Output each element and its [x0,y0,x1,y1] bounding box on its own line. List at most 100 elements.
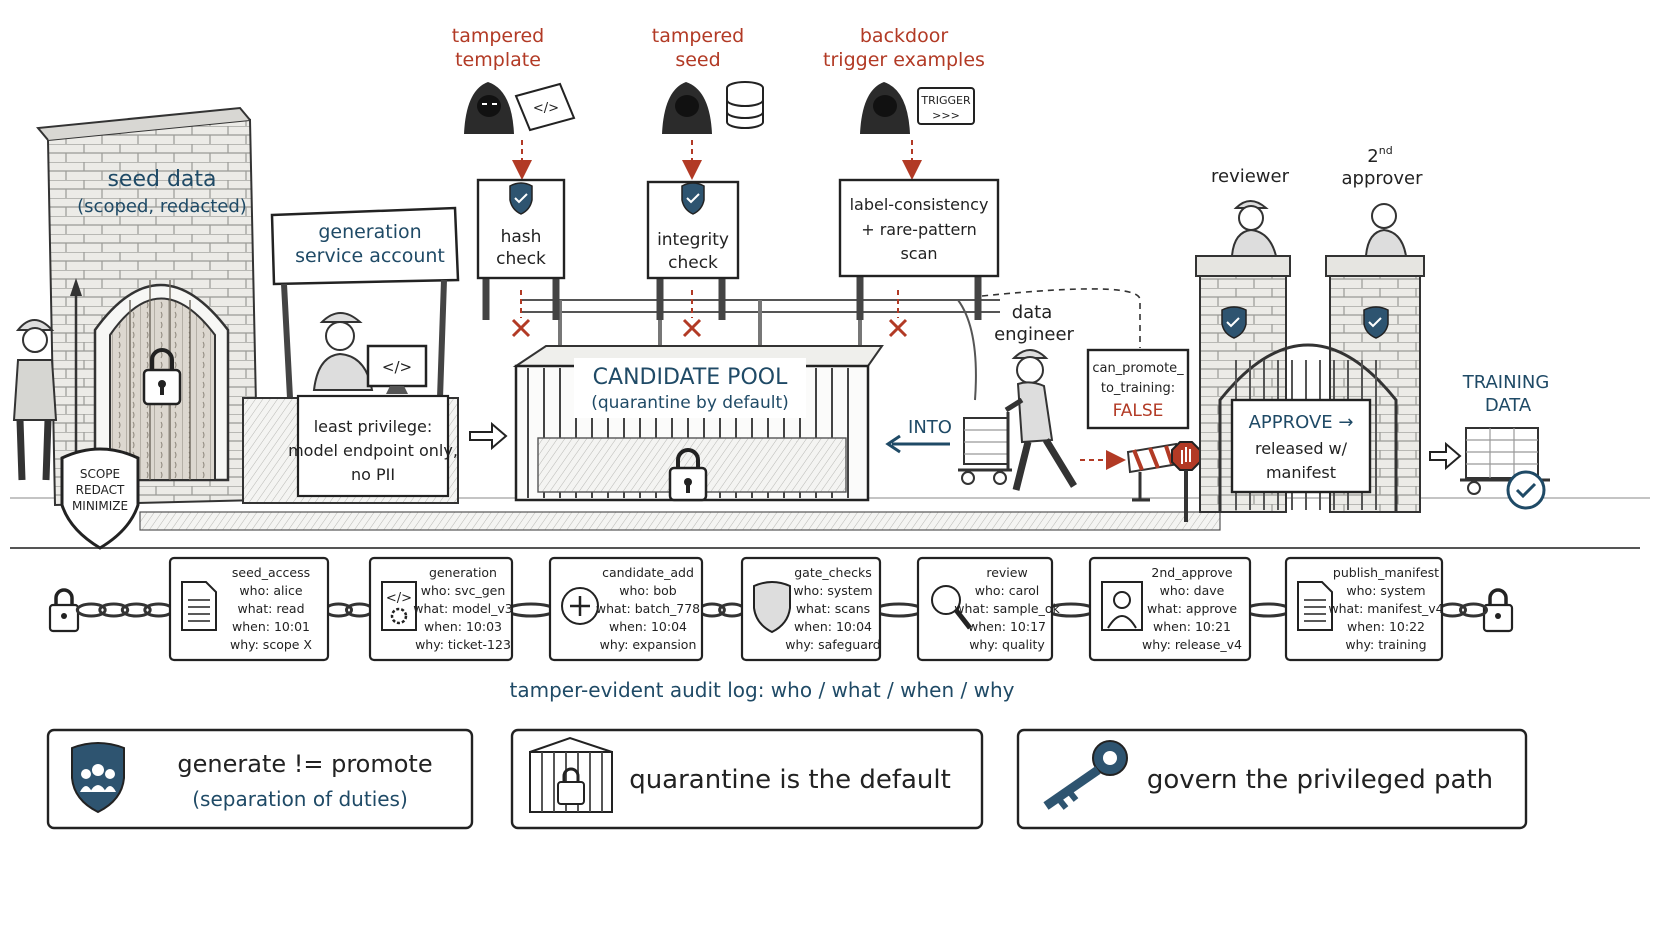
pool-padlock-icon [668,448,708,502]
arrow-to-pool [469,421,508,451]
audit-when: when: 10:03 [424,619,502,634]
trigger-badge-sub: >>> [932,109,960,122]
generation-note-3: no PII [351,465,395,484]
audit-who: who: carol [975,583,1040,598]
pool-title: CANDIDATE POOL [593,365,788,390]
hooded-attacker-icon [464,82,514,134]
generation-subtitle: service account [295,245,445,267]
audit-why: why: expansion [600,637,697,652]
audit-event: gate_checks [794,565,872,580]
approve-sub-1: released w/ [1255,439,1348,458]
into-label: INTO [908,417,952,438]
chain-end-padlock-icon [1482,588,1514,633]
flag-leader [981,288,1141,348]
audit-when: when: 10:01 [232,619,310,634]
into-arrow: INTO [885,417,952,454]
audit-why: why: ticket-123 [415,637,511,652]
audit-when: when: 10:04 [609,619,687,634]
check-label: scan [900,244,937,263]
key-icon [1043,740,1128,810]
audit-what: what: manifest_v4 [1328,601,1443,616]
hooded-attacker-icon [860,82,910,134]
shield-line-redact: REDACT [76,483,125,497]
check-circle-icon [1506,470,1546,510]
audit-event: candidate_add [602,565,694,580]
pool-subtitle: (quarantine by default) [591,393,789,413]
check-label: + rare-pattern [861,220,977,239]
manifest-icon [1297,581,1333,631]
blocked-x-icon [682,318,702,338]
person-icon [1101,581,1143,631]
principle-quarantine: quarantine is the default [510,728,984,830]
attack-label: trigger examples [823,49,985,71]
audit-when: when: 10:04 [794,619,872,634]
principle-title: generate != promote [177,750,432,778]
generation-note-2: model endpoint only, [288,441,458,460]
audit-what: what: read [237,601,304,616]
locked-cage-icon [529,736,613,813]
svg-text:</>: </> [382,358,412,376]
promote-flag-card: can_promote_ to_training: FALSE [1086,348,1190,430]
audit-event: review [986,565,1027,580]
approval-gate: APPROVE → released w/ manifest [1195,255,1425,513]
plus-circle-icon [561,587,599,625]
approve-label: APPROVE → [1249,412,1354,433]
principle-title: quarantine is the default [629,765,951,795]
seed-data-gate: seed data (scoped, redacted) [36,106,260,507]
reviewer-figure: reviewer [1211,166,1290,257]
attack-label: tampered [652,25,745,47]
audit-when: when: 10:17 [968,619,1046,634]
check-label: hash [501,227,542,247]
team-shield-icon [71,742,125,814]
generation-booth: generation service account least privile… [242,206,460,504]
check-label: label-consistency [850,195,989,214]
flag-key-1: can_promote_ [1092,361,1184,376]
svg-text:</>: </> [533,101,559,116]
check-hash: hash check [476,178,566,338]
template-code-icon: </> [514,82,576,132]
training-data: TRAINING DATA [1429,372,1550,510]
audit-what: what: sample_ok [954,601,1060,616]
padlock-icon [142,348,182,406]
audit-event: seed_access [232,565,310,580]
shield-icon [753,581,791,634]
audit-who: who: system [793,583,872,598]
blocked-x-icon [888,318,908,338]
audit-who: who: bob [619,583,677,598]
hand-truck-icon [958,412,1012,485]
generation-title: generation [318,221,421,243]
barrier-icon [1126,442,1180,502]
data-engineer: data engineer [958,302,1077,491]
svg-text:</>: </> [386,591,412,606]
seed-subtitle: (scoped, redacted) [77,196,247,217]
audit-who: who: alice [239,583,302,598]
shield-line-scope: SCOPE [80,467,120,481]
audit-what: what: batch_778 [596,601,700,616]
audit-what: what: approve [1147,601,1237,616]
attack-backdoor-trigger: backdoor trigger examples TRIGGER >>> [823,25,985,180]
approver-label-2: approver [1341,168,1423,189]
audit-event: publish_manifest [1333,565,1439,580]
approver-label-1: 2nd [1367,144,1392,167]
audit-why: why: release_v4 [1142,637,1242,652]
engineer-label: data [1012,302,1053,323]
audit-what: what: model_v3 [413,601,512,616]
principle-subtitle: (separation of duties) [192,787,408,811]
approve-sub-2: manifest [1266,463,1336,482]
attack-label: seed [675,49,720,71]
reviewer-label: reviewer [1211,166,1290,187]
candidate-pool-cage: CANDIDATE POOL (quarantine by default) [512,345,884,502]
magnifier-icon [931,585,972,630]
shield-line-minimize: MINIMIZE [72,499,128,513]
audit-event: generation [429,565,497,580]
approver-figure: 2nd approver [1341,144,1423,257]
audit-why: why: safeguard [785,637,880,652]
training-label: TRAINING [1462,372,1550,393]
document-icon [181,581,217,631]
audit-when: when: 10:21 [1153,619,1231,634]
attack-tampered-template: tampered template </> [452,25,576,180]
principle-title: govern the privileged path [1147,765,1493,795]
